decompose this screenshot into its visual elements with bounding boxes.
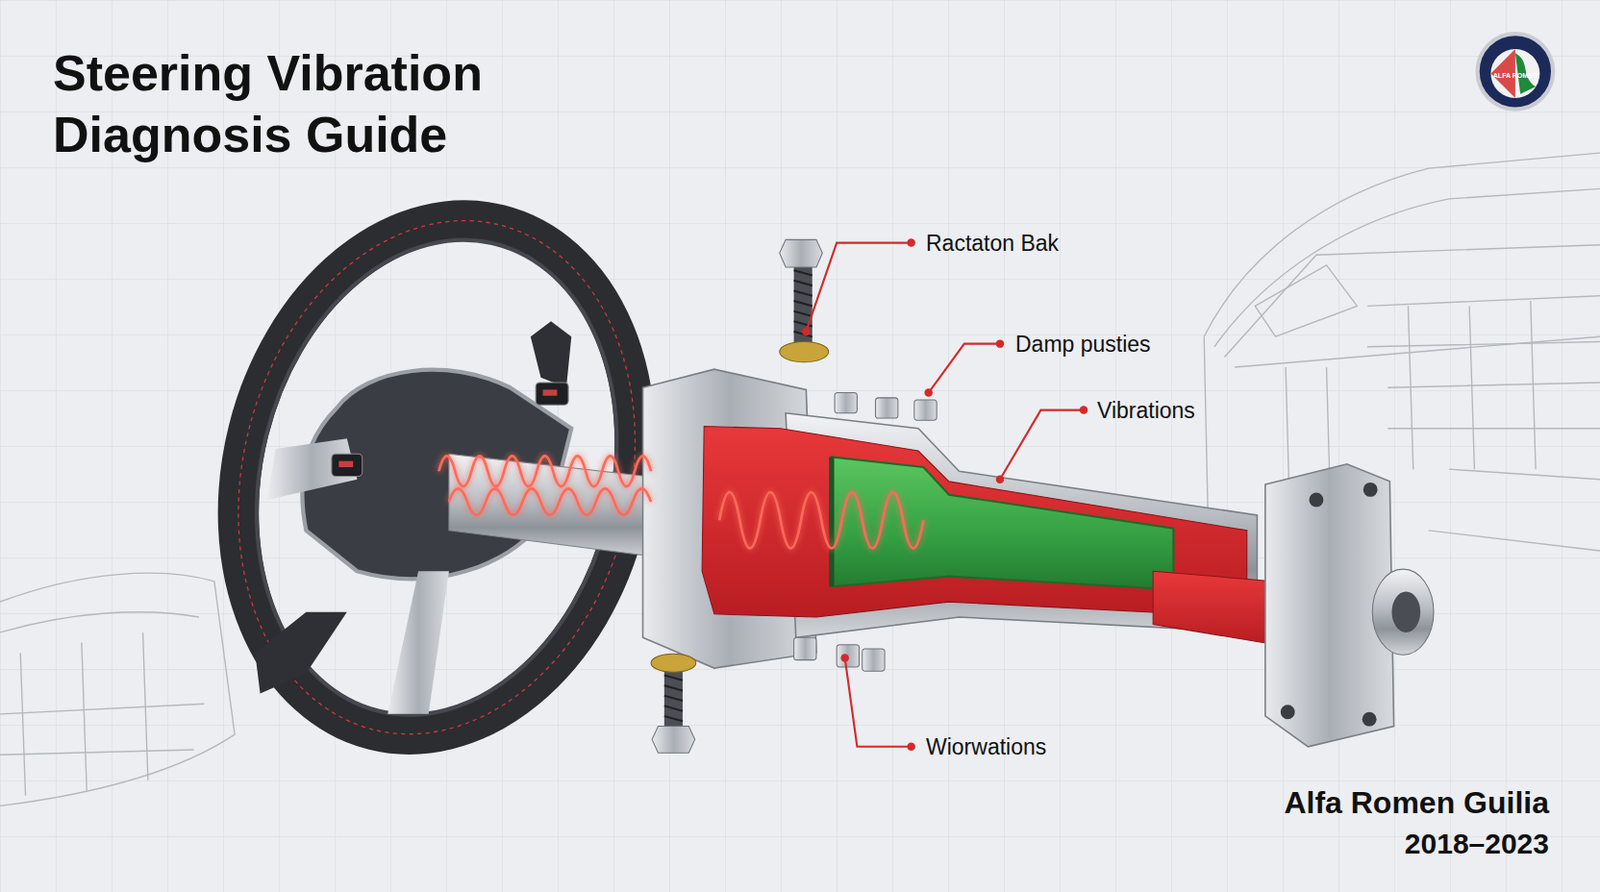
- model-years: 2018–2023: [1404, 829, 1550, 859]
- diagram-title: Steering Vibration Diagnosis Guide: [52, 42, 592, 166]
- bolt: [650, 239, 829, 753]
- callout-label: Wiorwations: [925, 736, 1047, 759]
- car-sketch: [0, 573, 235, 806]
- callout-label: Ractaton Bak: [925, 232, 1059, 255]
- brand-logo: [1477, 33, 1554, 110]
- model-name: Alfa Romen Guilia: [1283, 787, 1550, 819]
- steering-wheel: [185, 177, 688, 777]
- leader-dot: [801, 238, 1088, 751]
- steering-shaft: [449, 453, 674, 559]
- callout-label: Damp pusties: [1015, 333, 1151, 356]
- flange: [1265, 464, 1434, 748]
- piston-rod: [1152, 571, 1275, 645]
- callout-label: Vibrations: [1097, 400, 1196, 423]
- car-sketch: [1203, 152, 1600, 623]
- logo-text: ALFA ROMEO: [1493, 72, 1538, 79]
- leader-line: [805, 243, 1084, 748]
- vibration-wave: [438, 455, 924, 549]
- damper-cylinder: [828, 456, 834, 587]
